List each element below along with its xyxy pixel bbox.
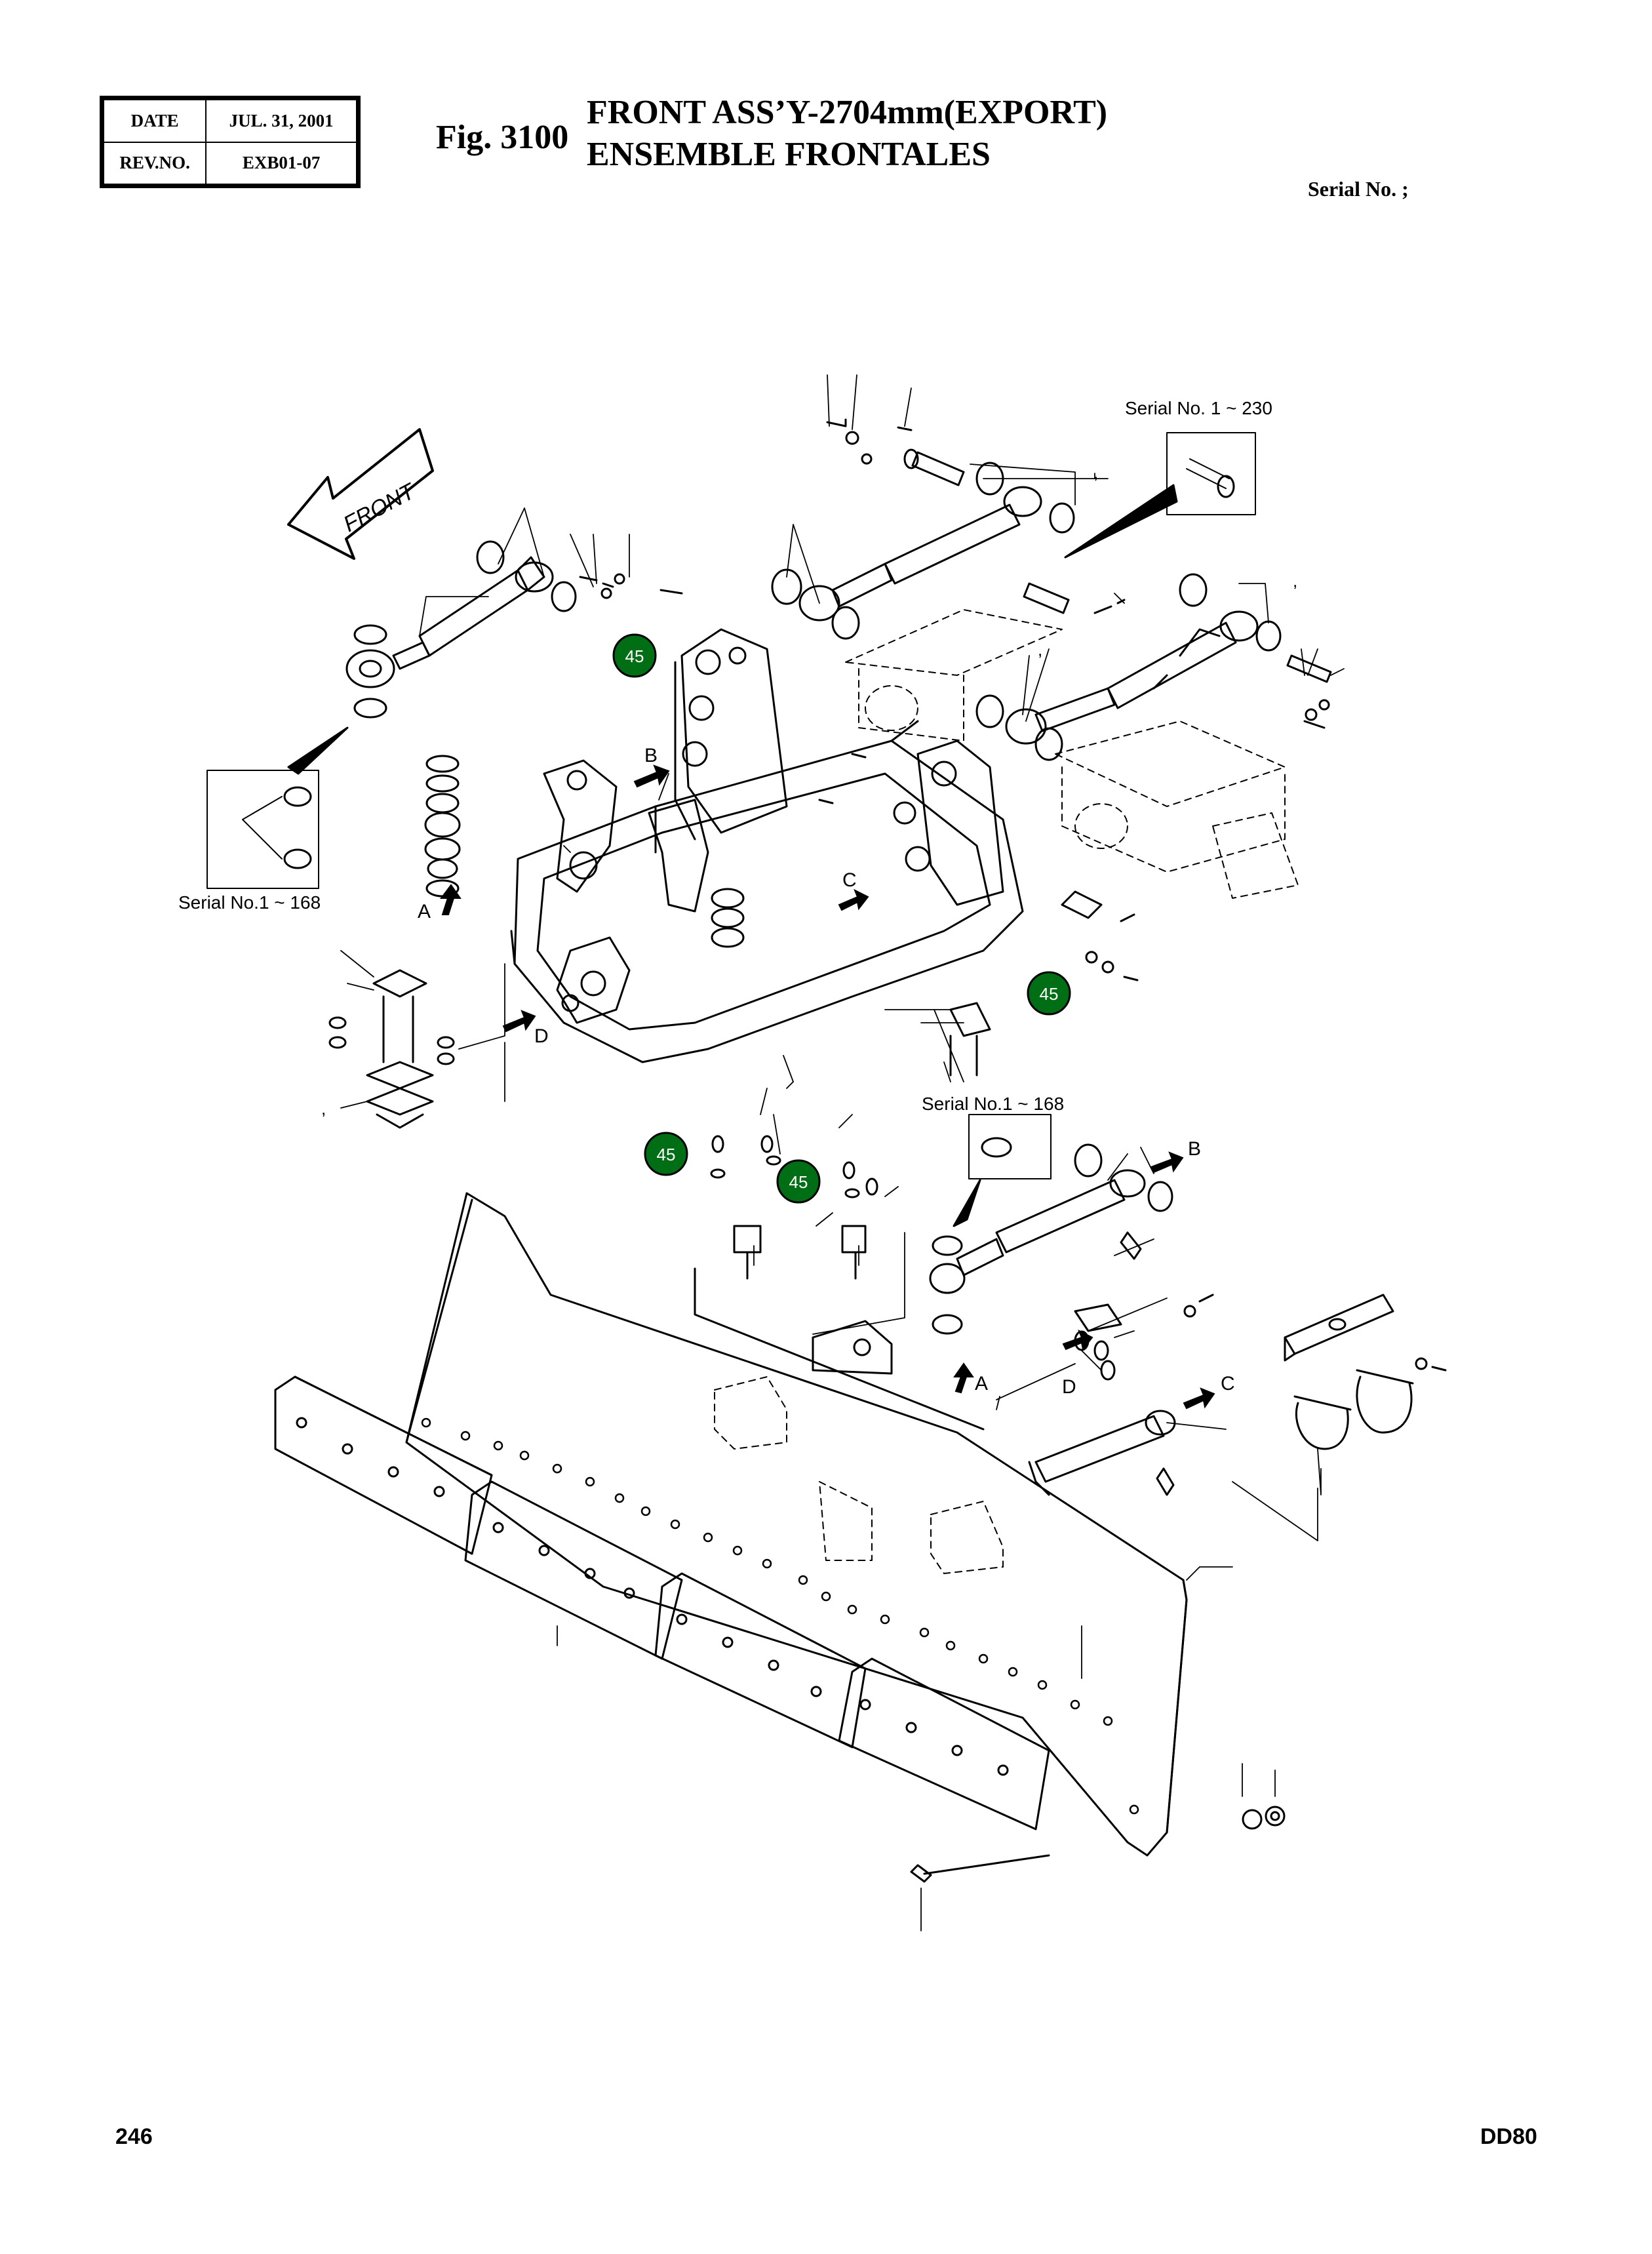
badge-45-a: 45 [612,633,657,678]
inset-box-168-left [206,770,319,889]
title-line-2: ENSEMBLE FRONTALES [587,136,991,173]
label-d-lower: D [1062,1376,1076,1398]
svg-text:45: 45 [657,1145,676,1164]
rev-value: EXB01-07 [205,141,357,185]
rev-label: REV.NO. [102,141,207,185]
figure-number: Fig. 3100 [436,119,569,156]
lift-cylinder-right [975,573,1332,761]
blade-bolt-holes [421,1417,1139,1815]
label-c-lower: C [1221,1373,1235,1394]
label-c-upper: C [842,869,857,891]
badge-45-d: 45 [776,1159,821,1204]
figure-title: FRONT ASS’Y-2704mm(EXPORT) ENSEMBLE FRON… [587,92,1107,176]
badge-45-b: 45 [1027,971,1071,1016]
tick-mark-3: , [1038,640,1042,660]
upper-hardware [579,418,1330,981]
cutting-edge-4 [838,1657,1050,1830]
inset-box-230 [1166,432,1256,515]
lift-cylinder-left [345,540,577,719]
cutting-edge-1 [274,1375,493,1555]
svg-text:45: 45 [625,646,644,666]
cutting-edge-3 [654,1572,867,1749]
front-arrow [287,428,434,560]
leader-lines [340,374,1345,1931]
blade-bracket-ghosts [714,1376,1004,1574]
serial-number-header: Serial No. ; [1308,177,1409,201]
tick-mark-4: , [321,1099,326,1118]
front-arrow-label: FRONT [340,479,420,538]
tilt-cylinder [929,1143,1173,1335]
label-a-lower: A [975,1373,988,1394]
date-label: DATE [102,99,207,143]
mounting-plates [711,888,991,1077]
cutting-edge-2 [464,1480,683,1660]
serial-label-230: Serial No. 1 ~ 230 [1125,398,1272,418]
revision-table: DATE JUL. 31, 2001 REV.NO. EXB01-07 [100,96,361,188]
track-frame-ghost [845,609,1299,899]
date-value: JUL. 31, 2001 [205,99,357,143]
washer-stack-left [424,755,461,898]
inset-box-168-mid [968,1114,1052,1179]
direction-arrows [440,764,1215,1410]
dozer-blade [405,1192,1188,1857]
title-line-1: FRONT ASS’Y-2704mm(EXPORT) [587,94,1108,131]
label-b-lower: B [1188,1138,1201,1160]
lift-cylinder-upper [771,448,1075,640]
page-number: 246 [115,2124,153,2149]
label-d-upper: D [534,1025,549,1047]
model-code: DD80 [1480,2124,1537,2149]
serial-label-168-mid: Serial No.1 ~ 168 [922,1094,1064,1114]
king-pin-assembly-left [328,969,455,1129]
badge-45-c: 45 [644,1132,688,1176]
pitch-brace [1028,1410,1176,1496]
svg-text:45: 45 [789,1172,808,1192]
serial-label-168-left: Serial No.1 ~ 168 [178,892,321,913]
blade-hardware [710,1135,1286,1883]
svg-text:45: 45 [1040,984,1059,1004]
label-b-upper: B [644,745,658,766]
clamp-parts [1074,1294,1447,1450]
tick-mark-2: , [1293,571,1297,591]
label-a-upper: A [418,901,431,922]
main-frame [510,628,1024,1063]
tick-mark-1: , [1093,463,1098,483]
